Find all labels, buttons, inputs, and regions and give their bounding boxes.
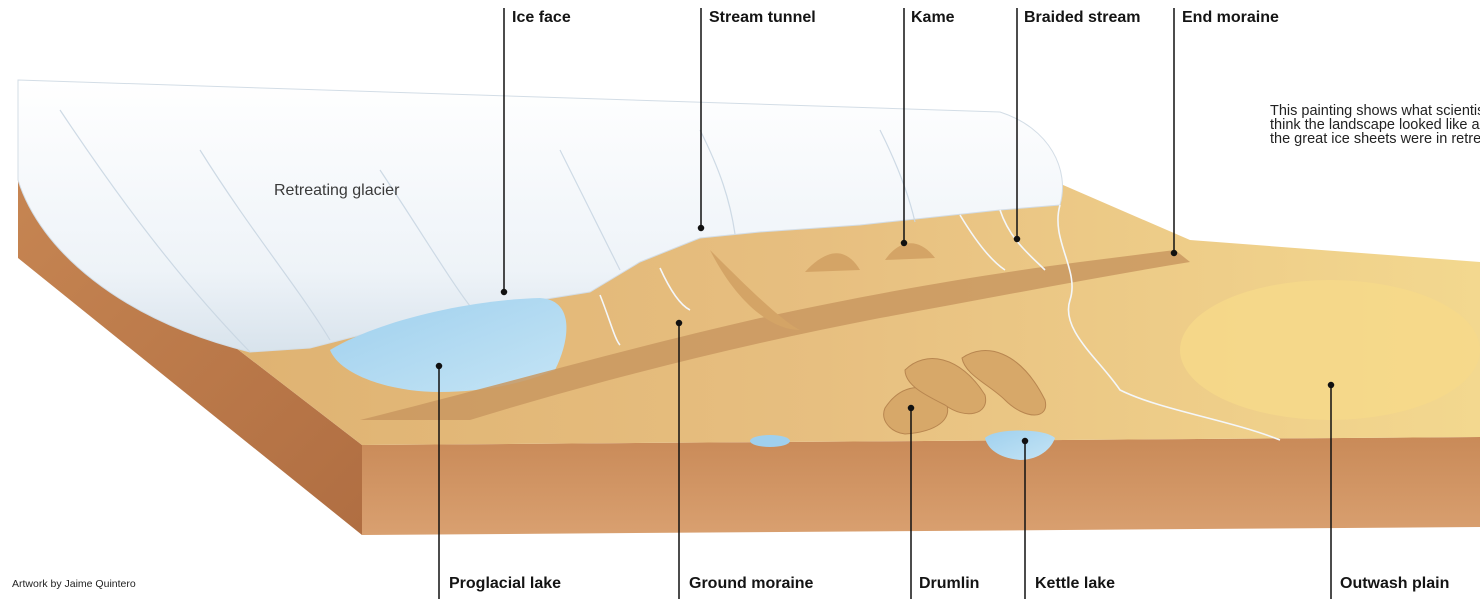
label-ground-moraine: Ground moraine	[689, 575, 813, 593]
label-end-moraine: End moraine	[1182, 9, 1279, 27]
outwash-plain-area	[1180, 280, 1480, 420]
label-ice-face: Ice face	[512, 9, 571, 27]
label-stream-tunnel: Stream tunnel	[709, 9, 816, 27]
artwork-credit: Artwork by Jaime Quintero	[12, 578, 136, 590]
kettle-lake-small	[750, 435, 790, 447]
label-proglacial-lake: Proglacial lake	[449, 575, 561, 593]
label-braided-stream: Braided stream	[1024, 9, 1141, 27]
label-kettle-lake: Kettle lake	[1035, 575, 1115, 593]
label-outwash-plain: Outwash plain	[1340, 575, 1449, 593]
block-front-soil-face	[362, 437, 1480, 535]
label-retreating-glacier: Retreating glacier	[274, 182, 399, 200]
label-kame: Kame	[911, 9, 955, 27]
label-drumlin: Drumlin	[919, 575, 979, 593]
caption-text: This painting shows what scientists thin…	[1270, 104, 1480, 146]
